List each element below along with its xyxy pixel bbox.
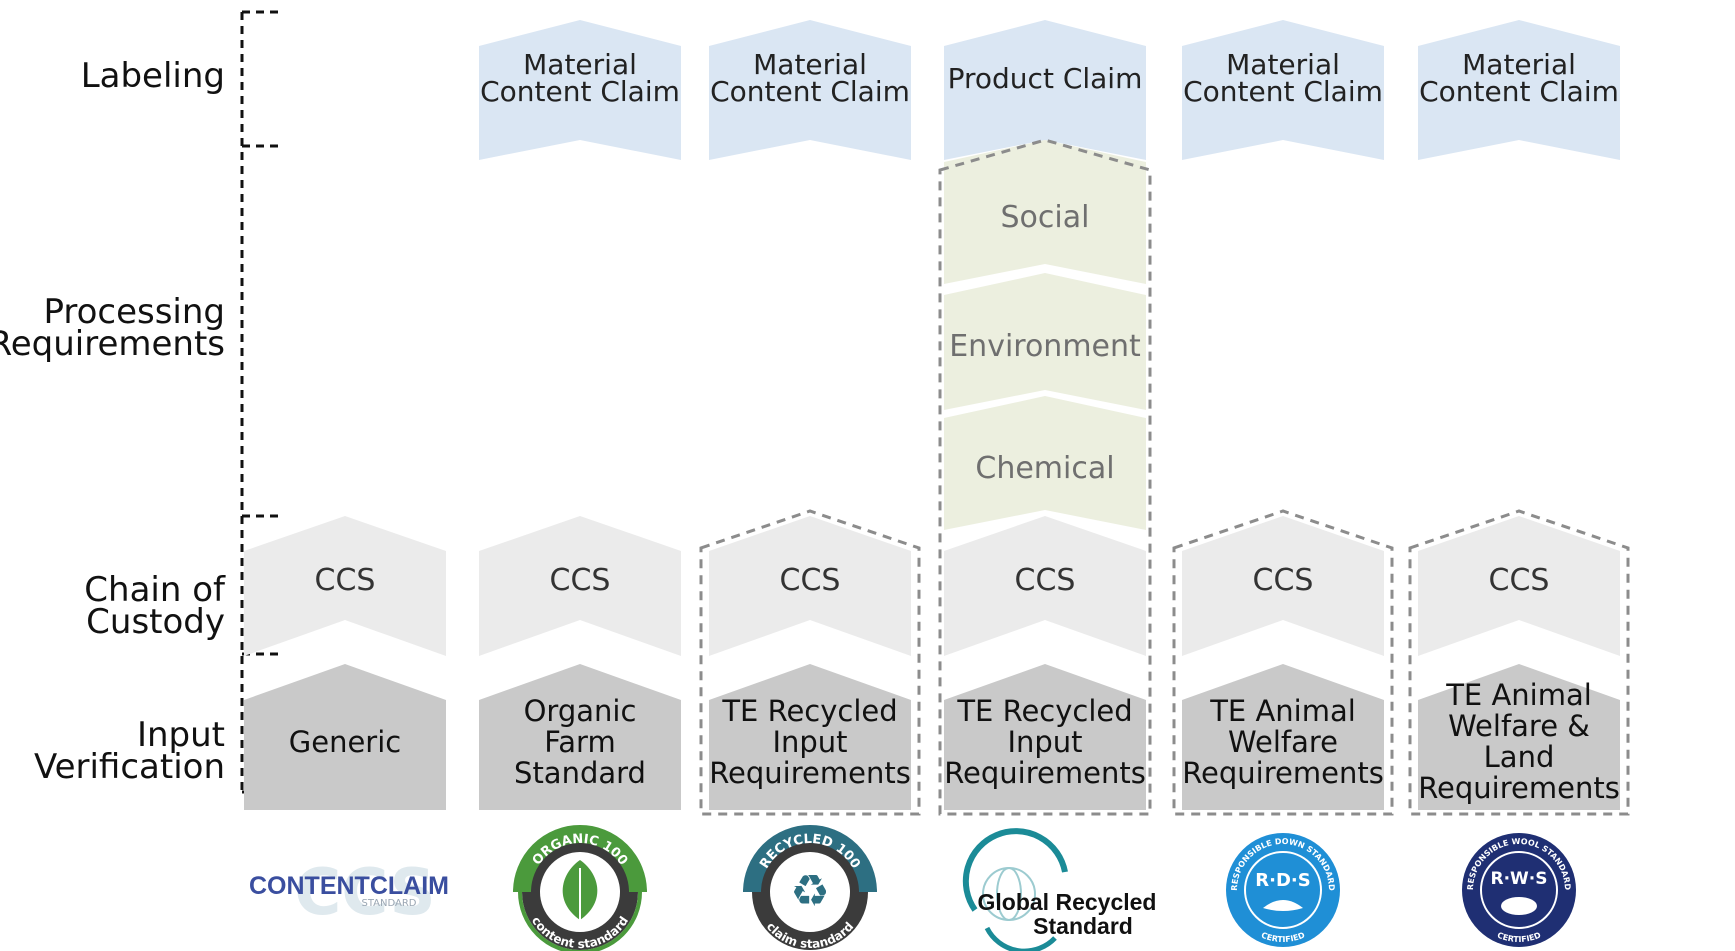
logo-subtitle-text: STANDARD <box>361 898 416 909</box>
ccs-chevron <box>479 516 681 656</box>
logo-center-text: R·D·S <box>1255 870 1310 891</box>
input-verification-label: TE Recycled Input Requirements <box>709 693 911 790</box>
logo-ring-text: CERTIFIED <box>1496 930 1543 944</box>
ccs-label: CCS <box>779 562 841 598</box>
ccs-label: CCS <box>314 562 376 598</box>
input-verification-shape <box>1418 664 1620 810</box>
standard-column <box>1408 20 1630 816</box>
logo-top-band <box>513 825 647 893</box>
labeling-banner <box>944 20 1146 160</box>
labeling-claim-text: Material Content Claim <box>1183 48 1383 108</box>
globe-meridian <box>996 867 1022 921</box>
processing-requirement-label: Social <box>1000 199 1090 235</box>
row-label-input-verification: Input Verification <box>33 715 225 787</box>
logo-inner-ring <box>1244 851 1322 929</box>
input-verification-shape <box>944 664 1146 810</box>
processing-requirement-label: Environment <box>949 329 1141 364</box>
processing-requirement-shape <box>944 140 1146 284</box>
standard-column <box>244 516 446 810</box>
logo-title-text: CONTENTCLAIM <box>249 872 449 900</box>
input-verification-shape <box>1182 664 1384 810</box>
labeling-claim-text: Material Content Claim <box>480 48 680 108</box>
ccs-chevron <box>709 516 911 656</box>
row-label-processing: Processing Requirements <box>0 292 225 364</box>
logo-ring <box>1226 833 1340 947</box>
processing-requirement-shape <box>944 396 1146 530</box>
standard-column <box>938 20 1152 816</box>
ccs-label: CCS <box>1014 562 1076 598</box>
logo-inner-ring <box>1480 851 1558 929</box>
labeling-banner <box>1182 20 1384 160</box>
globe-arc-icon <box>962 828 1068 912</box>
logo-ring-text: CERTIFIED <box>1260 930 1307 944</box>
recycle-icon: ♻ <box>790 866 829 917</box>
dashed-scope-outline <box>699 509 921 816</box>
logo-subtitle-text: Standard <box>1033 913 1133 939</box>
input-verification-label: TE Recycled Input Requirements <box>944 693 1146 790</box>
input-verification-shape <box>479 664 681 810</box>
ccs-chevron <box>1418 516 1620 656</box>
sheep-icon <box>1501 897 1537 915</box>
ccs-label: CCS <box>549 562 611 598</box>
logo-top-band <box>743 825 877 893</box>
standard-column <box>479 20 681 810</box>
feather-icon <box>1263 900 1303 911</box>
row-label-chain-of-custody: Chain of Custody <box>84 570 225 642</box>
labeling-claim-text: Material Content Claim <box>1419 48 1619 108</box>
ccs-label: CCS <box>1488 562 1550 598</box>
ccs-chevron <box>944 516 1146 656</box>
ccs-chevron <box>244 516 446 656</box>
logo-ring <box>1462 833 1576 947</box>
labeling-banner <box>1418 20 1620 160</box>
dashed-scope-outline <box>1172 509 1394 816</box>
processing-requirement-label: Chemical <box>975 450 1115 486</box>
logo-watermark: CCS <box>294 856 435 930</box>
logo-center-text: R·W·S <box>1490 869 1547 889</box>
logo-title-text: Global Recycled <box>978 889 1157 915</box>
input-verification-label: Organic Farm Standard <box>514 693 646 790</box>
input-verification-label: TE Animal Welfare Requirements <box>1182 693 1384 790</box>
input-verification-label: Generic <box>288 724 402 759</box>
ccs-chevron <box>1182 516 1384 656</box>
standard-column <box>1172 20 1394 816</box>
labeling-banner <box>709 20 911 160</box>
labeling-claim-text: Product Claim <box>947 61 1143 95</box>
input-verification-shape <box>709 664 911 810</box>
input-verification-shape <box>244 664 446 810</box>
ccs-label: CCS <box>1252 562 1314 598</box>
labeling-banner <box>479 20 681 160</box>
row-label-labeling: Labeling <box>80 56 225 96</box>
input-verification-label: TE Animal Welfare & Land Requirements <box>1418 678 1620 805</box>
processing-requirement-shape <box>944 273 1146 410</box>
standard-column <box>699 20 921 816</box>
dashed-scope-outline <box>1408 509 1630 816</box>
logo-center <box>770 852 850 932</box>
labeling-claim-text: Material Content Claim <box>710 48 910 108</box>
